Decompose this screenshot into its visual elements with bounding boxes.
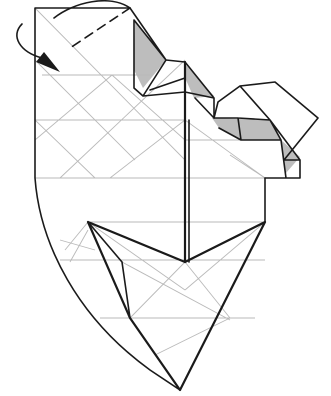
lower-point [88,222,265,390]
shaded-flaps [134,20,300,173]
outline [35,8,318,390]
fold-behind-arrow-icon [17,1,130,72]
